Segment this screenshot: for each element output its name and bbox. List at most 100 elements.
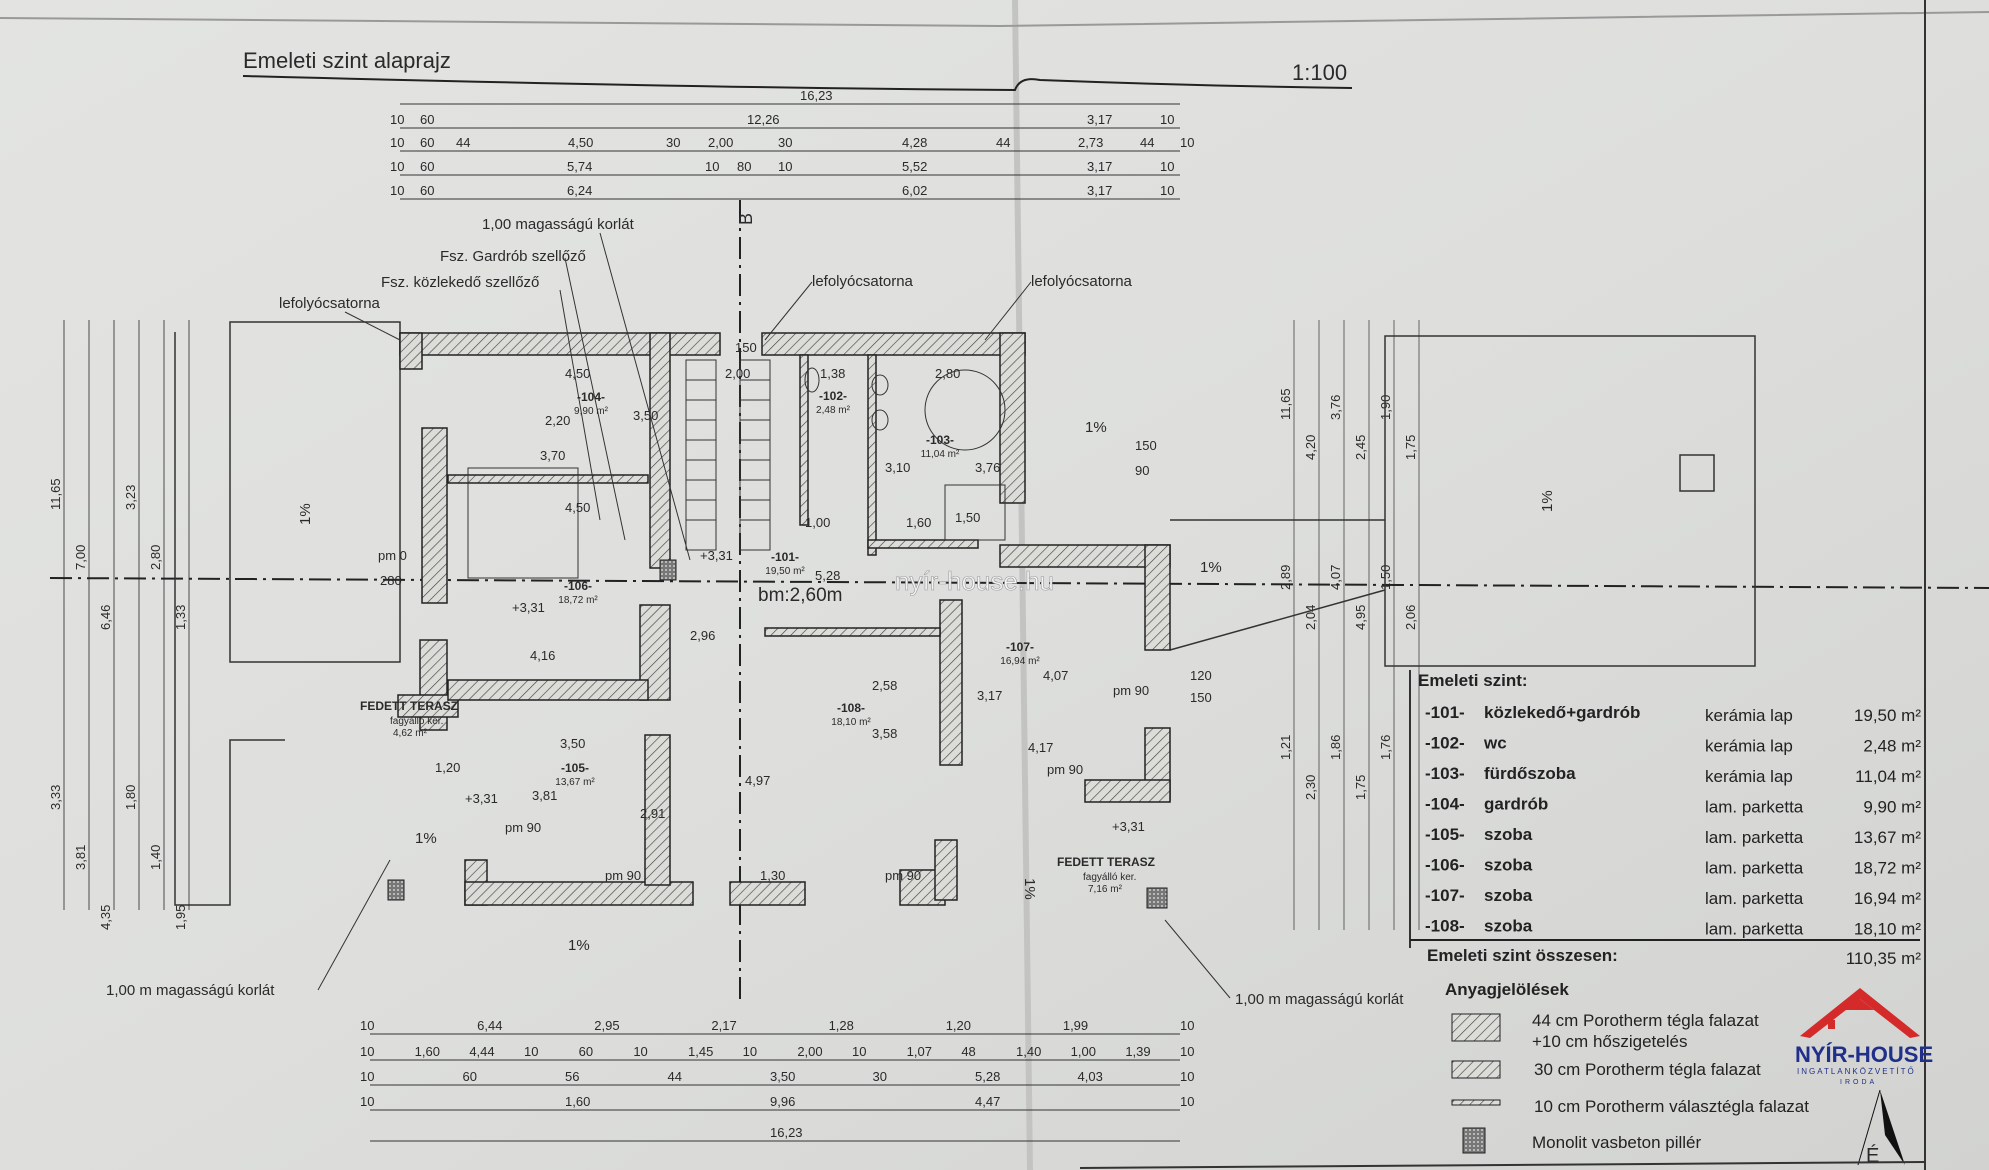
annotations: 1,00 magasságú korlát Fsz. Gardrób szell… <box>106 216 1556 1008</box>
dimension-value: 90 <box>1135 463 1149 478</box>
material-label: 10 cm Porotherm választégla falazat <box>1534 1097 1809 1116</box>
room-number: -106- <box>564 579 592 593</box>
dimension-value: 10 <box>390 183 404 198</box>
dimension-value: 4,17 <box>1028 740 1053 755</box>
room-label: -103-11,04 m² <box>921 433 960 460</box>
slope-label: 1% <box>568 937 590 954</box>
dimension-value: 6,02 <box>902 183 927 198</box>
room-number: -104- <box>1425 795 1465 814</box>
dimension-value: 2,30 <box>1303 775 1318 800</box>
room-number: -105- <box>561 761 589 775</box>
dimension-value: 6,24 <box>567 183 592 198</box>
dimension-value: 10 <box>1160 183 1174 198</box>
room-name: fürdőszoba <box>1484 764 1576 783</box>
dimension-value: 10 <box>1180 1094 1194 1109</box>
watermark: nyír-house.hu <box>895 566 1054 596</box>
dimension-value: 4,03 <box>1078 1069 1103 1084</box>
dimension-value: 10 <box>1180 1018 1194 1033</box>
room-area: 19,50 m² <box>1854 706 1921 725</box>
left-dimension-lines: 11,657,006,463,232,801,333,333,814,351,8… <box>48 320 190 930</box>
dimension-value: 3,17 <box>1087 159 1112 174</box>
material-label: 30 cm Porotherm tégla falazat <box>1534 1060 1761 1079</box>
room-number: -105- <box>1425 825 1465 844</box>
floor-material: lam. parketta <box>1705 920 1804 939</box>
dimension-value: 44 <box>668 1069 682 1084</box>
drawing-title: Emeleti szint alaprajz <box>243 48 451 73</box>
railing-label: 1,00 m magasságú korlát <box>106 982 275 999</box>
dimension-value: 280 <box>380 573 402 588</box>
dimension-value: 150 <box>735 340 757 355</box>
dimension-value: 2,00 <box>708 135 733 150</box>
dimension-value: 4,50 <box>568 135 593 150</box>
dimension-value: 4,95 <box>1353 605 1368 630</box>
room-number: -103- <box>926 433 954 447</box>
dimension-value: 10 <box>360 1094 374 1109</box>
dimension-value: 60 <box>579 1044 593 1059</box>
dimension-value: 5,28 <box>975 1069 1000 1084</box>
dimension-value: 2,00 <box>725 366 750 381</box>
room-number: -104- <box>577 390 605 404</box>
dimension-value: 2,04 <box>1303 605 1318 630</box>
dimension-value: 1,07 <box>907 1044 932 1059</box>
axis-line <box>49 577 1989 589</box>
dimension-value: 3,17 <box>1087 112 1112 127</box>
slope-label: 1% <box>297 503 314 525</box>
dimension-value: 10 <box>1160 112 1174 127</box>
dimension-value: 1,45 <box>688 1044 713 1059</box>
logo-subtitle: INGATLANKÖZVETÍTŐ <box>1797 1067 1916 1076</box>
dimension-value: pm 90 <box>1047 762 1083 777</box>
room-number: -101- <box>771 550 799 564</box>
dimension-value: 60 <box>420 183 434 198</box>
dimension-value: 1,20 <box>946 1018 971 1033</box>
dimension-value: 1,00 <box>1071 1044 1096 1059</box>
dimension-value: 4,07 <box>1043 668 1068 683</box>
dimension-value: 2,96 <box>690 628 715 643</box>
room-area: 16,94 m² <box>1854 889 1921 908</box>
room-number: -108- <box>837 701 865 715</box>
wall-30-swatch <box>1451 1060 1501 1079</box>
room-number: -107- <box>1425 886 1465 905</box>
dimension-value: 44 <box>996 135 1010 150</box>
room-area: 13,67 m² <box>555 777 595 788</box>
dimension-value: 2,45 <box>1353 435 1368 460</box>
dimension-value: 2,20 <box>545 413 570 428</box>
terrace-area: 7,16 m² <box>1088 884 1123 895</box>
dimension-value: 60 <box>420 135 434 150</box>
staircase <box>685 359 771 551</box>
room-area: 13,67 m² <box>1854 828 1921 847</box>
dimension-value: 5,52 <box>902 159 927 174</box>
dimension-value: 80 <box>737 159 751 174</box>
dimension-value: 1,40 <box>1016 1044 1041 1059</box>
slope-label: 1% <box>415 830 437 847</box>
dimension-value: 4,44 <box>469 1044 494 1059</box>
logo-subtitle: IRODA <box>1840 1079 1877 1086</box>
room-area: 18,10 m² <box>831 717 871 728</box>
column-swatch <box>1462 1127 1486 1154</box>
terrace-note: fagyálló ker. <box>1083 872 1136 883</box>
column <box>387 879 405 901</box>
slope-label: 1% <box>1539 490 1556 512</box>
dimension-value: 60 <box>463 1069 477 1084</box>
room-name: szoba <box>1484 856 1533 875</box>
dimension-value: 1,95 <box>173 905 188 930</box>
floor-material: lam. parketta <box>1705 889 1804 908</box>
floor-material: kerámia lap <box>1705 737 1793 756</box>
room-number: -107- <box>1006 640 1034 654</box>
room-area: 18,72 m² <box>1854 859 1921 878</box>
dimension-value: 10 <box>1180 1069 1194 1084</box>
dimension-value: 7,00 <box>73 545 88 570</box>
dimension-value: 60 <box>420 159 434 174</box>
wall-10-swatch <box>1451 1099 1501 1106</box>
schedule-total-area: 110,35 m² <box>1846 949 1922 968</box>
bathroom-fixtures <box>467 367 1006 579</box>
materials-title: Anyagjelölések <box>1445 980 1569 999</box>
dimension-value: 1,75 <box>1353 775 1368 800</box>
railing-label: 1,00 magasságú korlát <box>482 216 635 233</box>
room-name: szoba <box>1484 917 1533 936</box>
dimension-value: 11,65 <box>48 478 63 510</box>
material-label: 44 cm Porotherm tégla falazat <box>1532 1011 1759 1030</box>
